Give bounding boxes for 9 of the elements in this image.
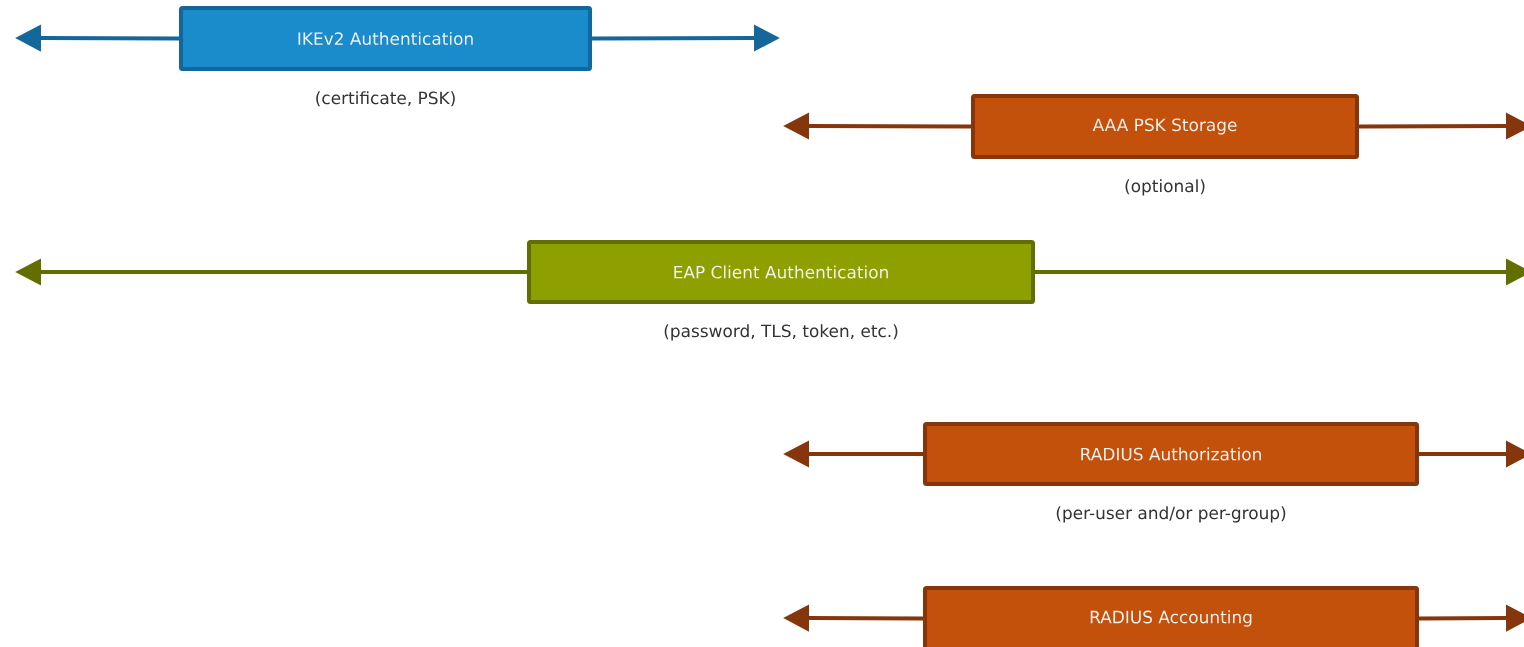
- caption-text: (per-user and/or per-group): [1056, 506, 1286, 523]
- process-box: IKEv2 Authentication: [179, 6, 592, 71]
- process-box: RADIUS Authorization: [923, 422, 1419, 486]
- process-box: RADIUS Accounting: [923, 586, 1419, 647]
- caption-text: (certificate, PSK): [316, 91, 455, 107]
- process-box: AAA PSK Storage: [971, 94, 1359, 159]
- process-box: EAP Client Authentication: [527, 240, 1035, 304]
- caption-text: (password, TLS, token, etc.): [664, 324, 898, 341]
- caption-text: (optional): [1125, 179, 1205, 196]
